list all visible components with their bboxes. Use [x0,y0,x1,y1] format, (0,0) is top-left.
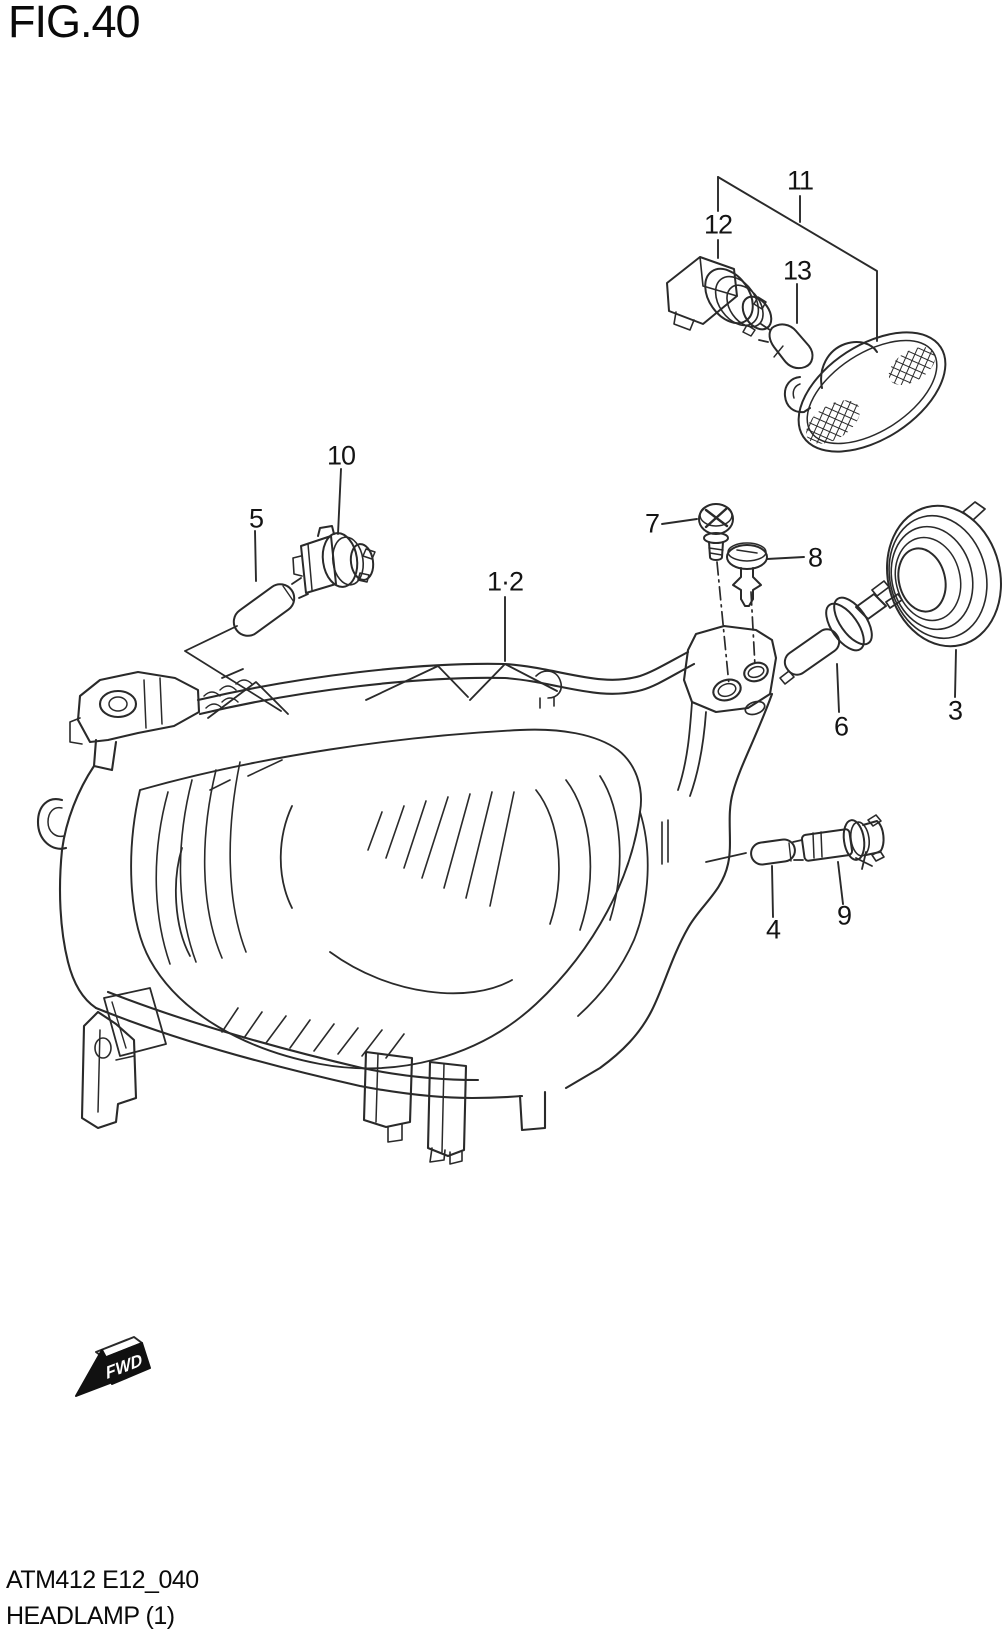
callout-9: 9 [836,900,852,931]
headlamp-bulb [779,580,903,685]
side-marker-socket [666,256,773,337]
callout-1-2: 1·2 [486,566,524,597]
callout-4: 4 [765,914,781,945]
fwd-arrow: FWD [75,1336,151,1397]
callout-11: 11 [786,165,814,196]
mounting-screw [698,503,734,686]
side-marker-bulb [758,323,814,370]
callout-3: 3 [947,695,963,726]
position-bulb [705,838,804,866]
push-clip [726,542,768,667]
callout-12: 12 [703,209,733,240]
callout-13: 13 [782,255,812,286]
leader-lines [254,176,957,918]
sheet-title: HEADLAMP (1) [6,1602,175,1630]
turn-signal-bulb [232,577,309,637]
callout-7: 7 [644,508,660,539]
callout-5: 5 [248,503,264,534]
seal-cap [886,501,1002,648]
callout-8: 8 [807,542,823,573]
turn-signal-socket [292,525,376,594]
figure-title: FIG.40 [8,0,141,47]
callout-10: 10 [326,440,356,471]
drawing-code: ATM412 E12_040 [6,1566,199,1594]
headlamp-body [36,624,778,1165]
callout-6: 6 [833,711,849,742]
position-bulb-socket [800,814,885,870]
side-marker-lens [783,331,947,453]
